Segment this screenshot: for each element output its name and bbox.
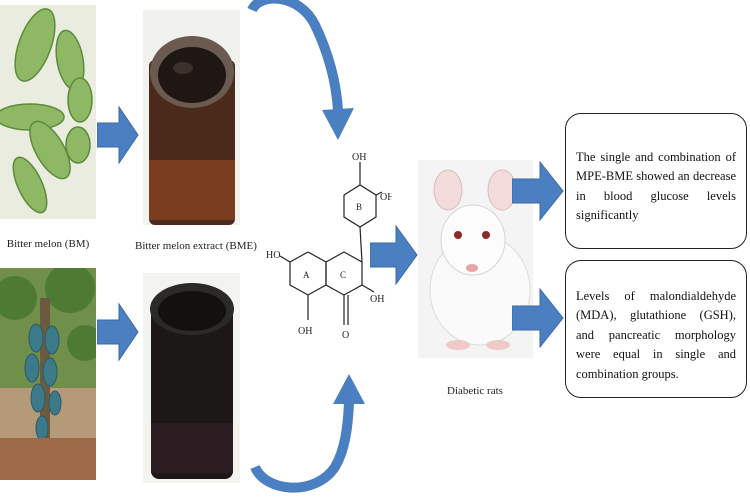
label-ring-b: B: [356, 202, 362, 212]
label-oh-bottom: OH: [298, 326, 312, 337]
bitter-melon-extract-photo: [143, 10, 240, 225]
result-box-mda-gsh: Levels of malondialdehyde (MDA), glutath…: [565, 260, 747, 398]
bitter-melon-extract-caption: Bitter melon extract (BME): [135, 240, 257, 252]
arrow-right-icon: [97, 302, 139, 362]
result-text-mda-gsh: Levels of malondialdehyde (MDA), glutath…: [576, 289, 736, 381]
flavonoid-structure-diagram: OH OH HO OH OH O A C B: [266, 152, 392, 341]
arrow-right-icon: [512, 160, 564, 222]
arrow-right-icon: [512, 287, 564, 349]
arrow-right-icon: [97, 105, 139, 165]
label-oh-mid: OH: [370, 294, 384, 305]
curved-arrow-down-icon: [247, 0, 354, 140]
curved-arrow-up-icon: [250, 374, 365, 493]
papaya-tree-photo: [0, 268, 96, 480]
result-box-blood-glucose: The single and combination of MPE-BME sh…: [565, 113, 747, 249]
arrow-right-icon: [370, 224, 418, 286]
label-ring-c: C: [340, 270, 346, 280]
label-oh-top: OH: [352, 152, 366, 163]
papaya-extract-photo: [143, 273, 240, 483]
bitter-melon-caption: Bitter melon (BM): [6, 238, 90, 250]
label-ho-left: HO: [266, 250, 280, 261]
label-oh-right: OH: [380, 192, 392, 203]
diabetic-rats-caption: Diabetic rats: [447, 385, 503, 397]
label-o-bottom: O: [342, 330, 349, 341]
result-text-blood-glucose: The single and combination of MPE-BME sh…: [576, 150, 736, 223]
bitter-melon-photo: [0, 5, 96, 219]
label-ring-a: A: [303, 270, 310, 280]
